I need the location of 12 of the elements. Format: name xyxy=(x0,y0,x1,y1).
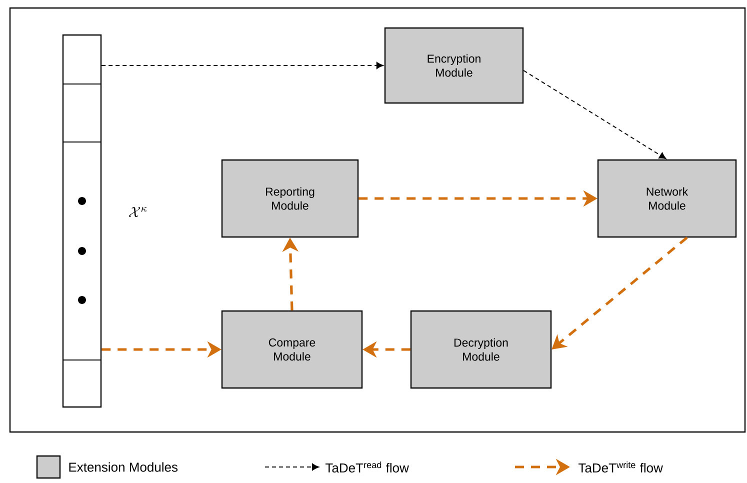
legend-label: TaDeT$^{write}$ flow xyxy=(578,461,663,473)
legend-label: Extension Modules xyxy=(69,462,178,472)
array-drawing xyxy=(62,34,102,408)
module-box: Reporting Module xyxy=(221,159,359,238)
variable-label: $\mathcal{X}^{\kappa}$ xyxy=(129,206,147,217)
legend-label: TaDeT$^{read}$ flow xyxy=(326,461,409,473)
module-box: Encryption Module xyxy=(384,27,524,104)
module-box: Decryption Module xyxy=(410,310,552,389)
module-box: Compare Module xyxy=(221,310,363,389)
arrow xyxy=(523,70,666,160)
arrow xyxy=(101,62,384,69)
module-box: Network Module xyxy=(597,159,737,238)
